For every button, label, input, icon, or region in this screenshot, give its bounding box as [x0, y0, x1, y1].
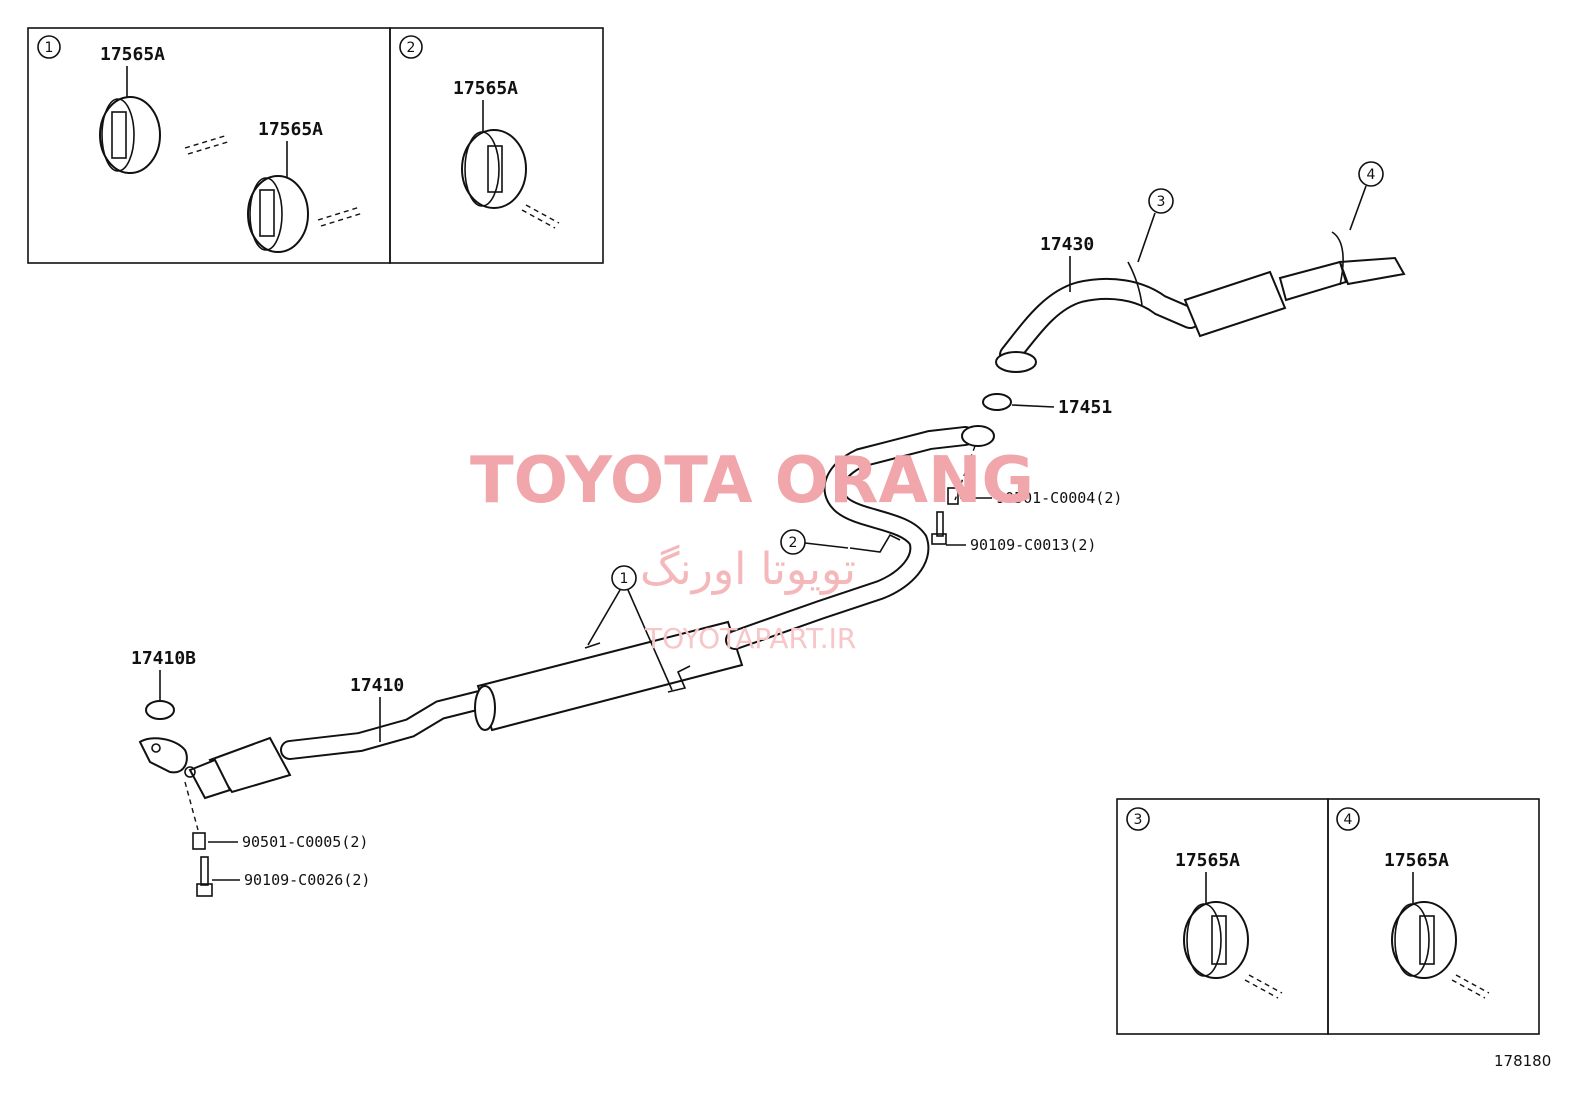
rubber-hanger-icon — [1391, 901, 1457, 979]
inset-panel-2: 2 17565A — [389, 27, 604, 264]
part-label-17410: 17410 — [350, 675, 404, 696]
watermark-site: TOYOTAPART.IR — [644, 622, 856, 655]
rubber-hanger-icon — [99, 96, 161, 174]
part-label-17565a-1a: 17565A — [100, 44, 165, 65]
callout-3-main: 3 — [1157, 194, 1166, 210]
callout-2-label: 2 — [407, 40, 416, 56]
part-label-17430: 17430 — [1040, 234, 1094, 255]
gasket-17410b — [145, 700, 175, 720]
front-pipe-assembly — [138, 425, 995, 800]
tailpipe-assembly — [995, 231, 1406, 373]
watermark-brand-fa: تویوتا اورنگ — [640, 544, 856, 595]
inset-panel-1: 1 17565A 17565A — [27, 27, 391, 264]
watermark-brand: TOYOTA ORANG — [470, 444, 1034, 518]
part-label-17565a-3: 17565A — [1175, 850, 1240, 871]
bolt-icon — [936, 511, 944, 537]
gasket-17451 — [982, 393, 1012, 411]
part-label-90109-c0026: 90109-C0026(2) — [244, 871, 370, 889]
part-label-17410b: 17410B — [131, 648, 196, 669]
part-label-90501-c0004: 90501-C0004(2) — [996, 489, 1122, 507]
rubber-hanger-icon — [461, 129, 527, 209]
bolt-icon — [200, 856, 209, 886]
part-label-17565a-1b: 17565A — [258, 119, 323, 140]
part-label-17565a-2: 17565A — [453, 78, 518, 99]
part-label-90109-c0013: 90109-C0013(2) — [970, 536, 1096, 554]
inset-panel-4: 4 17565A — [1327, 798, 1540, 1035]
spring-icon — [947, 487, 959, 505]
figure-number: 178180 — [1494, 1052, 1551, 1070]
part-label-17565a-4: 17565A — [1384, 850, 1449, 871]
callout-2-main: 2 — [789, 535, 798, 551]
inset-panel-3: 3 17565A — [1116, 798, 1329, 1035]
callout-3-label: 3 — [1134, 812, 1143, 828]
spring-icon — [192, 832, 206, 850]
part-label-17451: 17451 — [1058, 397, 1112, 418]
callout-1-main: 1 — [620, 571, 629, 587]
callout-1-label: 1 — [45, 40, 54, 56]
rubber-hanger-icon — [247, 175, 309, 253]
callout-4-main: 4 — [1367, 167, 1376, 183]
callout-4-label: 4 — [1344, 812, 1353, 828]
part-label-90501-c0005: 90501-C0005(2) — [242, 833, 368, 851]
rubber-hanger-icon — [1183, 901, 1249, 979]
